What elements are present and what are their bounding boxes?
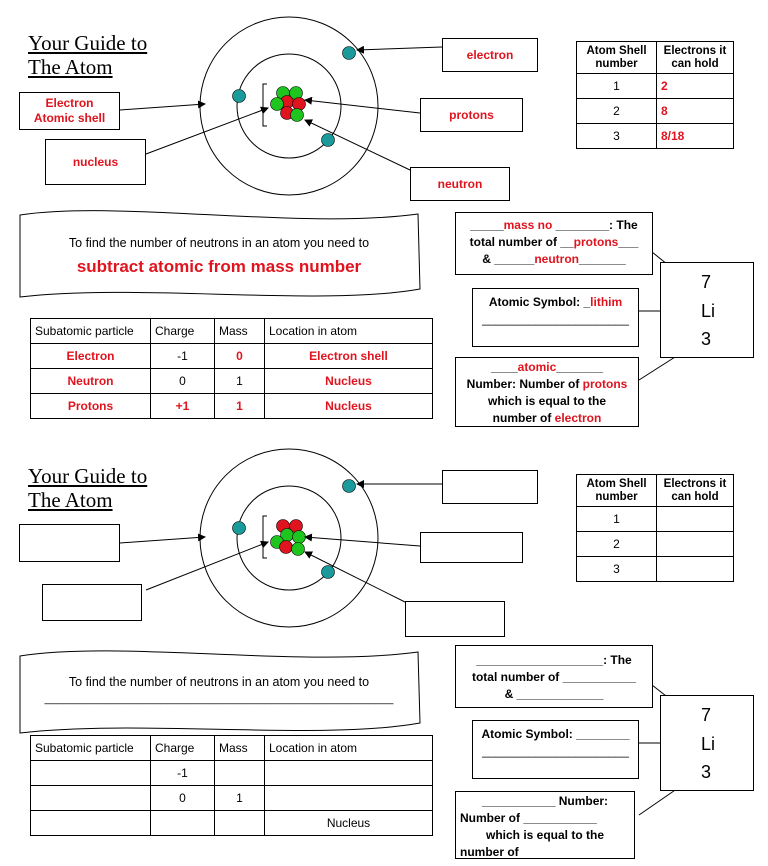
shell-header-electrons: Electrons it can hold: [656, 41, 734, 74]
subatomic-cell: 0: [214, 343, 265, 369]
subatomic-table-bottom: Subatomic particle Charge Mass Location …: [30, 735, 433, 836]
mass-number-box-bottom: ___________________: The total number of…: [455, 645, 653, 708]
atom-diagram-bottom: [199, 448, 379, 628]
shell-cell: 2: [576, 98, 657, 124]
subatomic-blank-cell[interactable]: [264, 760, 433, 786]
subatomic-cell: -1: [150, 343, 215, 369]
shell-blank-cell[interactable]: [656, 531, 734, 557]
subatomic-cell: 0: [150, 368, 215, 394]
subatomic-cell: Nucleus: [264, 368, 433, 394]
subatomic-header: Charge: [150, 318, 215, 344]
subatomic-blank-cell[interactable]: [30, 810, 151, 836]
shell-blank-cell[interactable]: [656, 556, 734, 582]
subatomic-cell: 1: [214, 393, 265, 419]
label-nucleus: nucleus: [45, 139, 146, 185]
blank-label-protons[interactable]: [420, 532, 523, 563]
page-title-bottom: Your Guide to The Atom: [28, 464, 148, 512]
neutrons-prompt-top: To find the number of neutrons in an ato…: [68, 236, 370, 250]
answer-atomic: atomic: [517, 360, 557, 374]
label-protons: protons: [420, 98, 523, 132]
subatomic-header: Mass: [214, 318, 265, 344]
title-line-2: The Atom: [28, 55, 113, 79]
label-electron-shell: Electron Atomic shell: [19, 92, 120, 130]
neutrons-answer-top: subtract atomic from mass number: [76, 257, 362, 276]
answer-electron: electron: [554, 411, 602, 425]
answer-protons: protons: [573, 235, 619, 249]
subatomic-cell: Electron shell: [264, 343, 433, 369]
atomic-symbol-box-top: Atomic Symbol: _lithim _________________…: [472, 288, 639, 347]
atomic-symbol-box-bottom: Atomic Symbol: ________ ________________…: [472, 720, 639, 779]
electron-dot: [321, 133, 335, 147]
electron-dot: [342, 46, 356, 60]
subatomic-blank-cell[interactable]: [264, 785, 433, 811]
subatomic-header: Subatomic particle: [30, 318, 151, 344]
isotope-symbol: Li: [701, 301, 716, 321]
shell-blank-cell[interactable]: [656, 506, 734, 532]
subatomic-blank-cell[interactable]: [150, 810, 215, 836]
subatomic-cell: Neutron: [30, 368, 151, 394]
subatomic-blank-cell[interactable]: [214, 760, 265, 786]
shell-cell: 8/18: [656, 123, 734, 149]
subatomic-cell: Electron: [30, 343, 151, 369]
subatomic-header: Location in atom: [264, 318, 433, 344]
shell-cell: 2: [656, 73, 734, 99]
isotope-mass-number: 7: [701, 272, 712, 292]
scroll-banner-bottom: [19, 650, 421, 734]
answer-lithim: lithim: [590, 295, 623, 309]
shell-cell: 1: [576, 73, 657, 99]
atom-diagram-top: [199, 16, 379, 196]
blank-label-electron[interactable]: [442, 470, 538, 504]
electron-dot: [232, 89, 246, 103]
label-electron: electron: [442, 38, 538, 72]
answer-neutron: neutron: [534, 252, 579, 266]
subatomic-cell: 1: [214, 368, 265, 394]
subatomic-cell: Protons: [30, 393, 151, 419]
atomic-number-box-bottom: ___________ Number: Number of __________…: [455, 791, 635, 859]
title-line-1: Your Guide to: [28, 31, 148, 55]
atomic-number-box-top: ____atomic_______ Number: Number of prot…: [455, 357, 639, 427]
shell-cell: 8: [656, 98, 734, 124]
isotope-atomic-number: 3: [701, 329, 712, 349]
answer-mass-no: mass no: [503, 218, 553, 232]
answer-protons-2: protons: [582, 377, 628, 391]
shell-header-number: Atom Shell number: [576, 41, 657, 74]
blank-label-neutron[interactable]: [405, 601, 505, 637]
page-title: Your Guide to The Atom: [28, 31, 147, 79]
neutrons-blank-line[interactable]: ________________________________________…: [44, 693, 394, 705]
subatomic-blank-cell[interactable]: [30, 785, 151, 811]
blank-label-electron-shell[interactable]: [19, 524, 120, 562]
label-neutron: neutron: [410, 167, 510, 201]
isotope-box-bottom: 7 Li 3: [660, 695, 754, 791]
scroll-banner-top: [19, 210, 421, 298]
shell-cell: 3: [576, 123, 657, 149]
subatomic-cell: +1: [150, 393, 215, 419]
mass-number-box-top: _____mass no ________: The total number …: [455, 212, 653, 275]
subatomic-table-top: Subatomic particle Charge Mass Location …: [30, 318, 433, 419]
subatomic-blank-cell[interactable]: [30, 760, 151, 786]
nucleus-particles: [270, 86, 306, 122]
subatomic-blank-cell[interactable]: [214, 810, 265, 836]
blank-label-nucleus[interactable]: [42, 584, 142, 621]
neutrons-prompt-bottom: To find the number of neutrons in an ato…: [68, 675, 370, 689]
isotope-box-top: 7 Li 3: [660, 262, 754, 358]
subatomic-cell: Nucleus: [264, 393, 433, 419]
